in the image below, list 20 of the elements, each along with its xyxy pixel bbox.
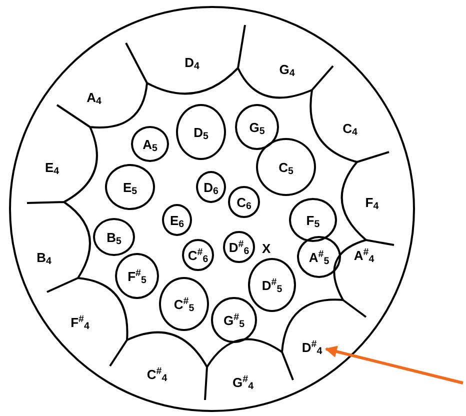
note-label: F$_{4}$ (356, 190, 388, 214)
x-mark-label: X (262, 242, 271, 255)
note-label: B$_{4}$ (28, 245, 60, 269)
note-ellipse: C$_{6}$ (228, 186, 260, 218)
note-label: G$_{4}$ (271, 57, 303, 81)
note-ellipse: B$_{5}$ (93, 218, 135, 256)
note-ellipse: A$_{5}$ (131, 126, 169, 162)
note-ellipse: F$_{5}$ (289, 198, 337, 242)
note-label: A$_{4}$ (78, 85, 110, 109)
note-ellipse: E$_{5}$ (105, 164, 155, 210)
note-label: E$_{4}$ (36, 155, 68, 179)
note-ellipse: D$_{5}$ (176, 104, 226, 160)
note-ellipse: E$_{6}$ (162, 204, 192, 236)
note-label: D$_{4}$ (176, 50, 208, 74)
note-ellipse: G$_{5}$ (235, 104, 279, 150)
note-label: C$_{4}$ (334, 116, 366, 140)
arrow (324, 346, 464, 384)
note-ellipse: D$_{6}$ (196, 171, 226, 203)
pan-outline (9, 6, 415, 412)
note-ellipse: C$_{5}$ (256, 138, 316, 196)
